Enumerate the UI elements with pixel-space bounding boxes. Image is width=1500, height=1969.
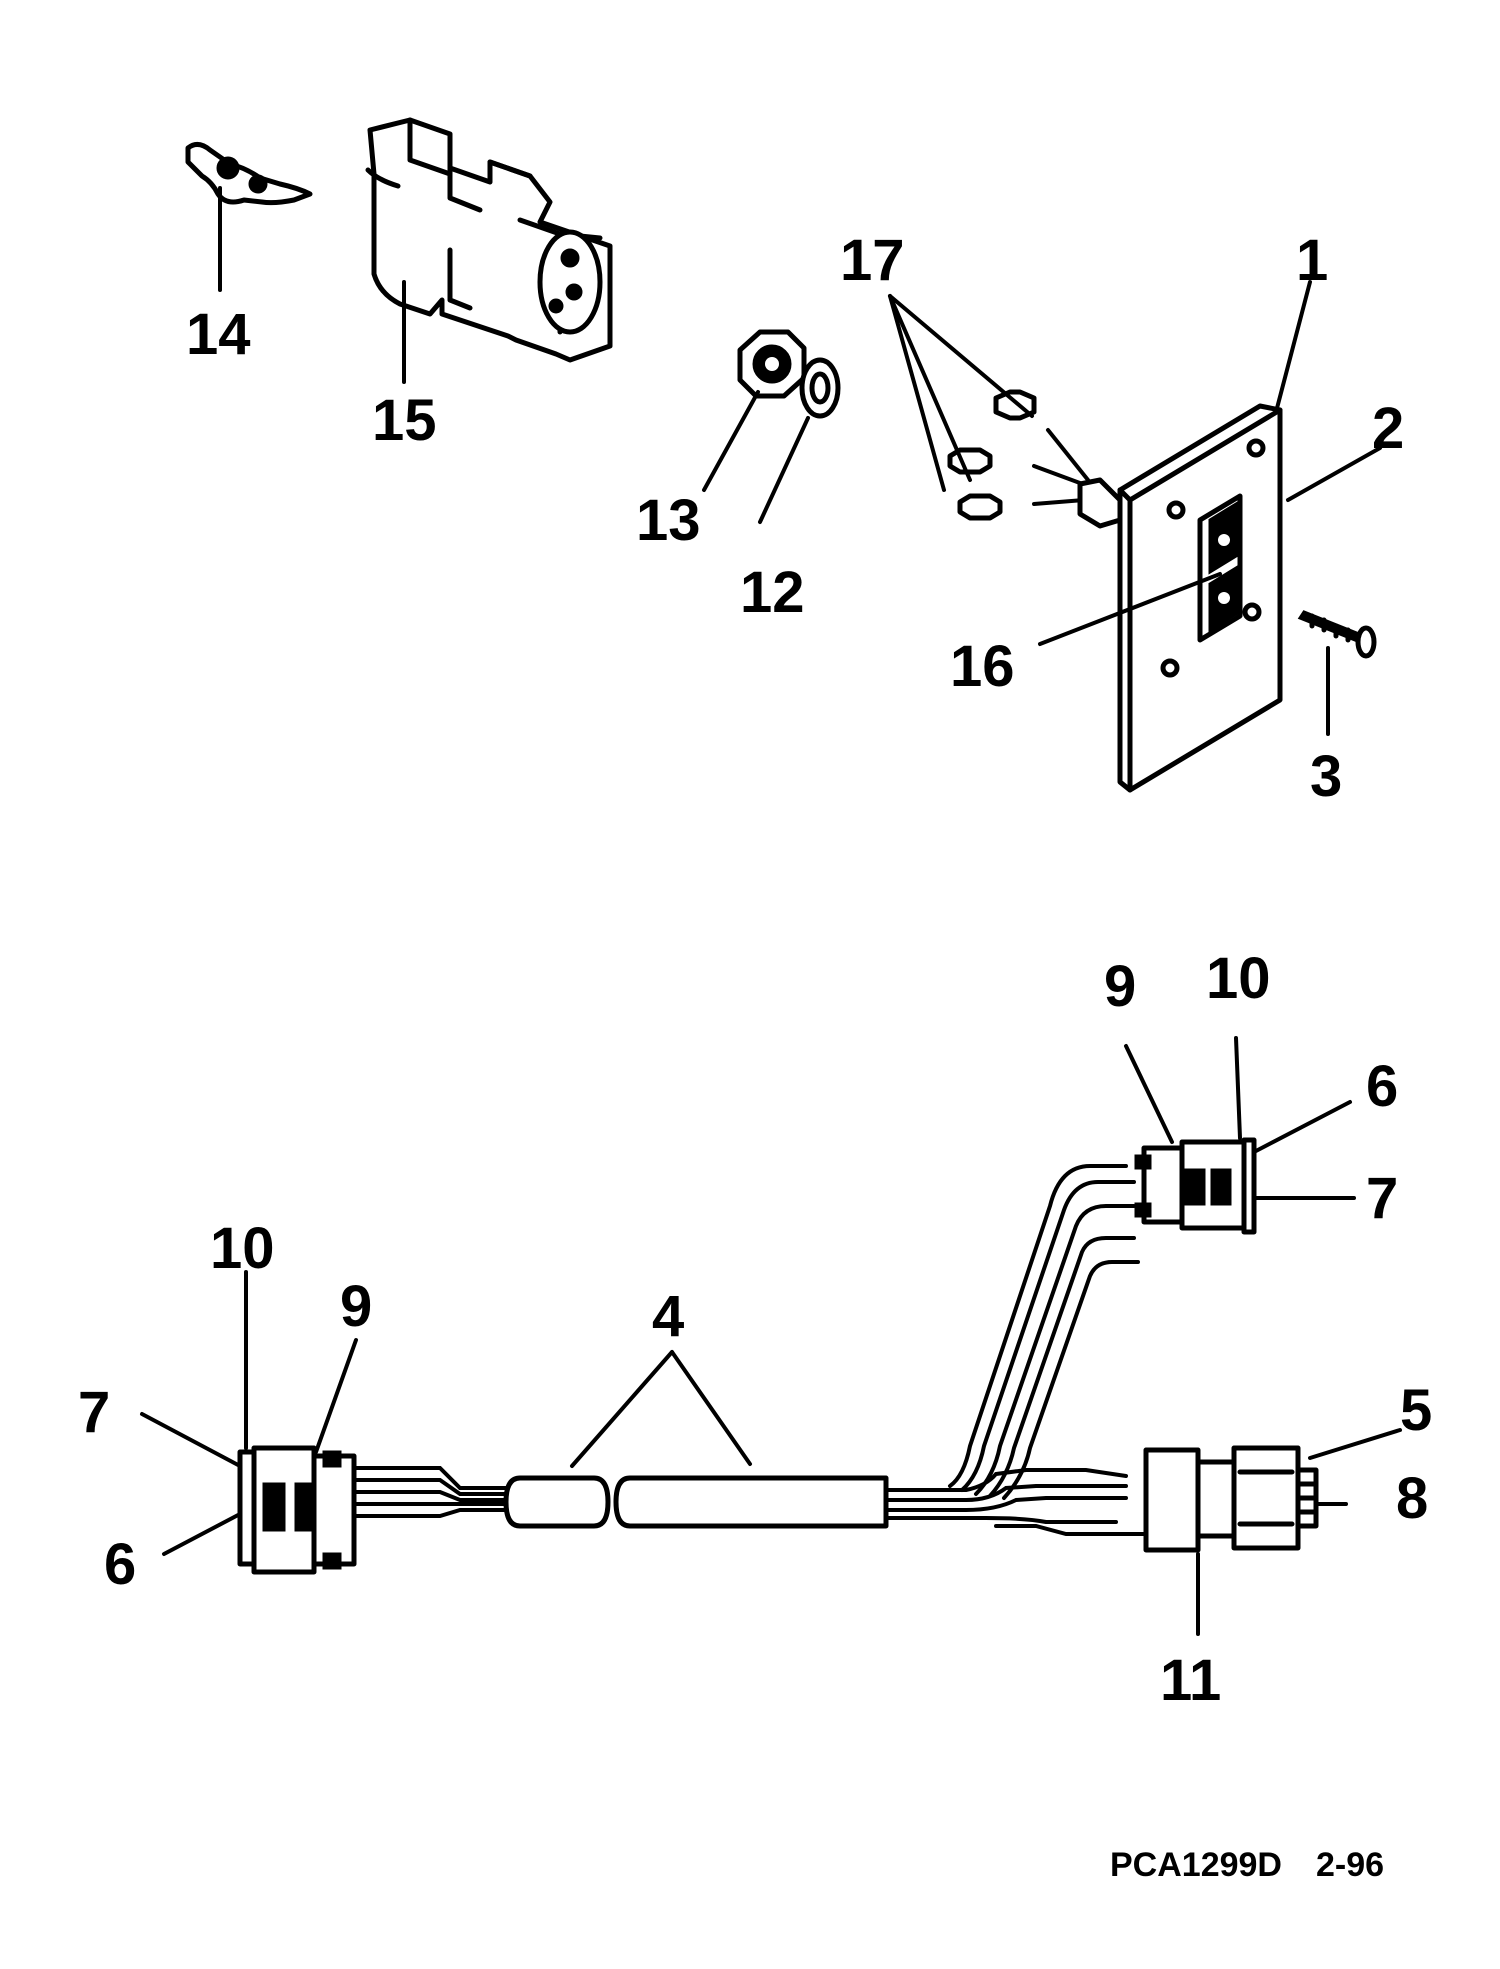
part-3-screw [1297,610,1377,659]
part-14-terminal-pin [185,142,313,206]
callout-11: 11 [1160,1648,1221,1713]
callout-7-left: 7 [78,1380,110,1445]
part-7-seal-right [1241,1137,1257,1235]
callout-1: 1 [1296,228,1328,293]
callouts: 14 15 13 12 17 1 2 16 3 9 10 6 7 10 9 4 … [78,228,1432,1713]
part-2-switch [1197,493,1243,643]
callout-17: 17 [840,228,905,293]
callout-4: 4 [652,1284,684,1349]
part-17-wire-terminals [947,389,1123,529]
callout-9-left: 9 [340,1274,372,1339]
callout-15: 15 [372,388,437,453]
footer: PCA1299D 2-96 [1110,1846,1384,1884]
part-13-nut [737,329,807,399]
callout-7-right: 7 [1366,1166,1398,1231]
right-upper-connector-assembly [1134,1137,1257,1235]
callout-5: 5 [1400,1378,1432,1443]
left-connector-assembly [237,1445,357,1575]
callout-2: 2 [1372,396,1404,461]
callout-16: 16 [950,634,1015,699]
drawing-id: PCA1299D [1110,1846,1282,1884]
callout-6-left: 6 [104,1532,136,1597]
callout-14: 14 [186,302,251,367]
part-4-wire-harness [348,1164,1148,1536]
part-15-receptacle-housing [365,117,613,363]
callout-10-left: 10 [210,1216,275,1281]
callout-12: 12 [740,560,805,625]
callout-3: 3 [1310,744,1342,809]
part-9-wedge-left [311,1453,357,1567]
callout-13: 13 [636,488,701,553]
callout-8: 8 [1396,1466,1428,1531]
revision-date: 2-96 [1316,1846,1384,1884]
callout-10-right: 10 [1206,946,1271,1011]
leader-lines [140,186,1402,1636]
part-11-receptacle [1143,1447,1201,1553]
right-lower-connector-assembly [1143,1445,1319,1553]
part-12-washer [799,357,841,419]
callout-9-right: 9 [1104,954,1136,1019]
callout-6-right: 6 [1366,1054,1398,1119]
part-5-plug [1231,1445,1301,1551]
